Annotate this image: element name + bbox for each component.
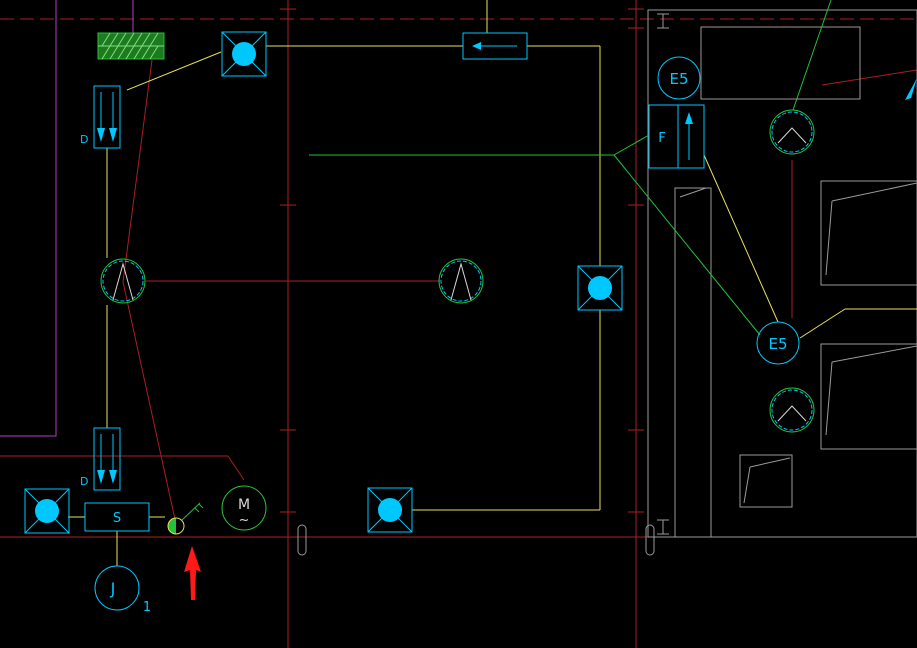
e5-label-mid: E5 bbox=[768, 335, 787, 353]
right-room-outlines bbox=[297, 9, 917, 556]
key-switch-icon[interactable] bbox=[167, 502, 204, 535]
motor-icon[interactable] bbox=[221, 485, 267, 531]
cyan-pointer-icon bbox=[905, 78, 917, 100]
green-wiring bbox=[309, 0, 832, 336]
detector-label-top: D bbox=[80, 133, 88, 146]
j-terminal[interactable] bbox=[94, 565, 140, 611]
airflow-arrow-box[interactable] bbox=[462, 32, 528, 60]
fire-alarm-cross-square-icon[interactable] bbox=[24, 488, 70, 534]
smoke-detector-circle-icon[interactable] bbox=[100, 258, 146, 304]
duct-detector-bottom[interactable] bbox=[93, 427, 121, 491]
duct-detector-top[interactable] bbox=[93, 85, 121, 149]
j-terminal-index: 1 bbox=[143, 600, 151, 615]
junction-box-label: S bbox=[113, 511, 121, 526]
junction-box[interactable] bbox=[84, 502, 150, 532]
fire-alarm-cross-square-icon[interactable] bbox=[577, 265, 623, 311]
smoke-detector-circle-icon[interactable] bbox=[438, 258, 484, 304]
fire-alarm-cross-square-icon[interactable] bbox=[221, 31, 267, 77]
red-arrow-icon bbox=[184, 546, 201, 600]
e5-label-top: E5 bbox=[669, 70, 688, 88]
detector-label-bottom: D bbox=[80, 475, 88, 488]
f-box-label: F bbox=[658, 131, 665, 146]
e5-device-top[interactable] bbox=[657, 56, 701, 100]
yellow-wiring bbox=[68, 0, 917, 566]
f-box[interactable] bbox=[648, 104, 705, 169]
fire-alarm-cross-square-icon[interactable] bbox=[367, 487, 413, 533]
j-terminal-label: J bbox=[110, 579, 116, 598]
smoke-detector-circle-icon[interactable] bbox=[769, 387, 815, 433]
motor-sub-label: ~ bbox=[239, 513, 250, 528]
magenta-boundary bbox=[0, 0, 134, 437]
smoke-detector-circle-icon[interactable] bbox=[769, 109, 815, 155]
e5-device-mid[interactable] bbox=[756, 321, 800, 365]
motor-label: M bbox=[238, 497, 250, 513]
hatched-panel bbox=[97, 32, 165, 60]
